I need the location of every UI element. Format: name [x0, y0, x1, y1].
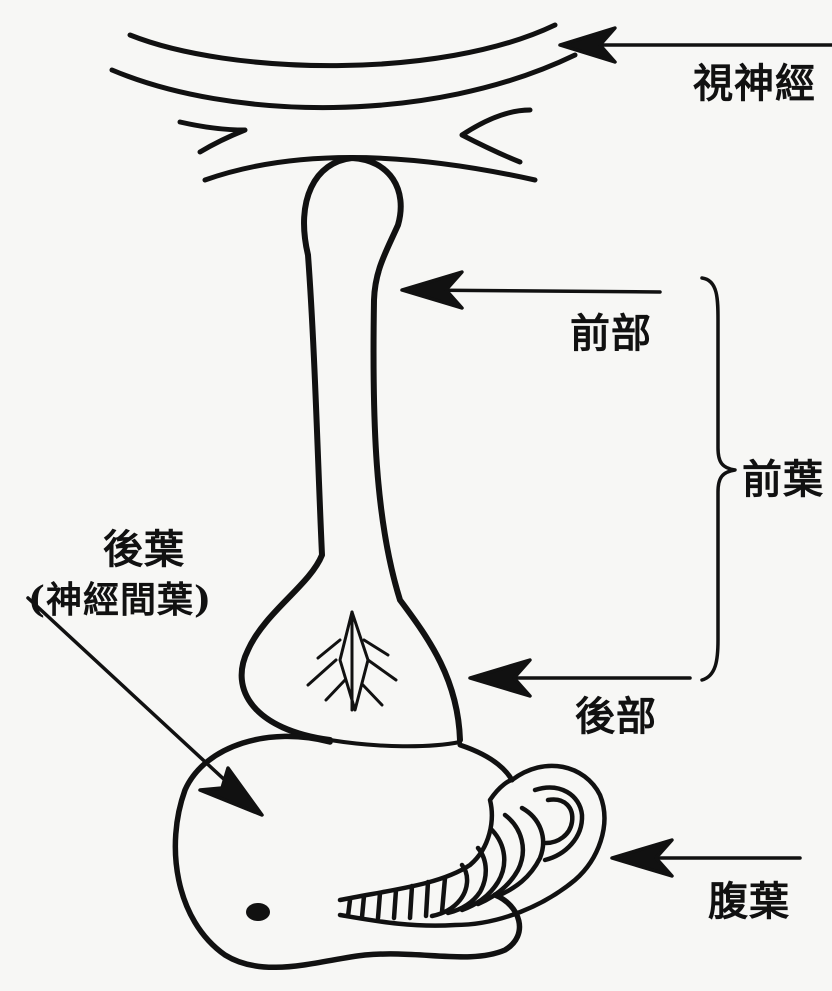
posterior-lobe-right-edge [460, 745, 512, 780]
label-optic-nerve: 視神經 [693, 62, 816, 106]
label-posterior-lobe: 後葉 [103, 528, 185, 572]
label-posterior-lobe-alt: (神經間葉) [28, 580, 212, 620]
label-posterior-part: 後部 [575, 695, 657, 739]
ventral-lobe-shape [340, 766, 604, 926]
label-anterior-part: 前部 [570, 312, 652, 356]
anterior-lobe-inner-line [330, 740, 460, 746]
arrow-posterior-lobe [28, 598, 262, 815]
posterior-lobe-dot [246, 903, 270, 921]
bulb-branch-mark [308, 612, 396, 710]
arrow-optic-nerve [560, 28, 832, 62]
arrow-posterior-part [470, 660, 690, 696]
label-ventral-lobe: 腹葉 [708, 880, 790, 924]
anterior-lobe-bracket [702, 278, 735, 680]
arrow-ventral-lobe [612, 840, 800, 876]
label-anterior-lobe: 前葉 [742, 458, 824, 502]
arrow-anterior-part [402, 272, 660, 308]
